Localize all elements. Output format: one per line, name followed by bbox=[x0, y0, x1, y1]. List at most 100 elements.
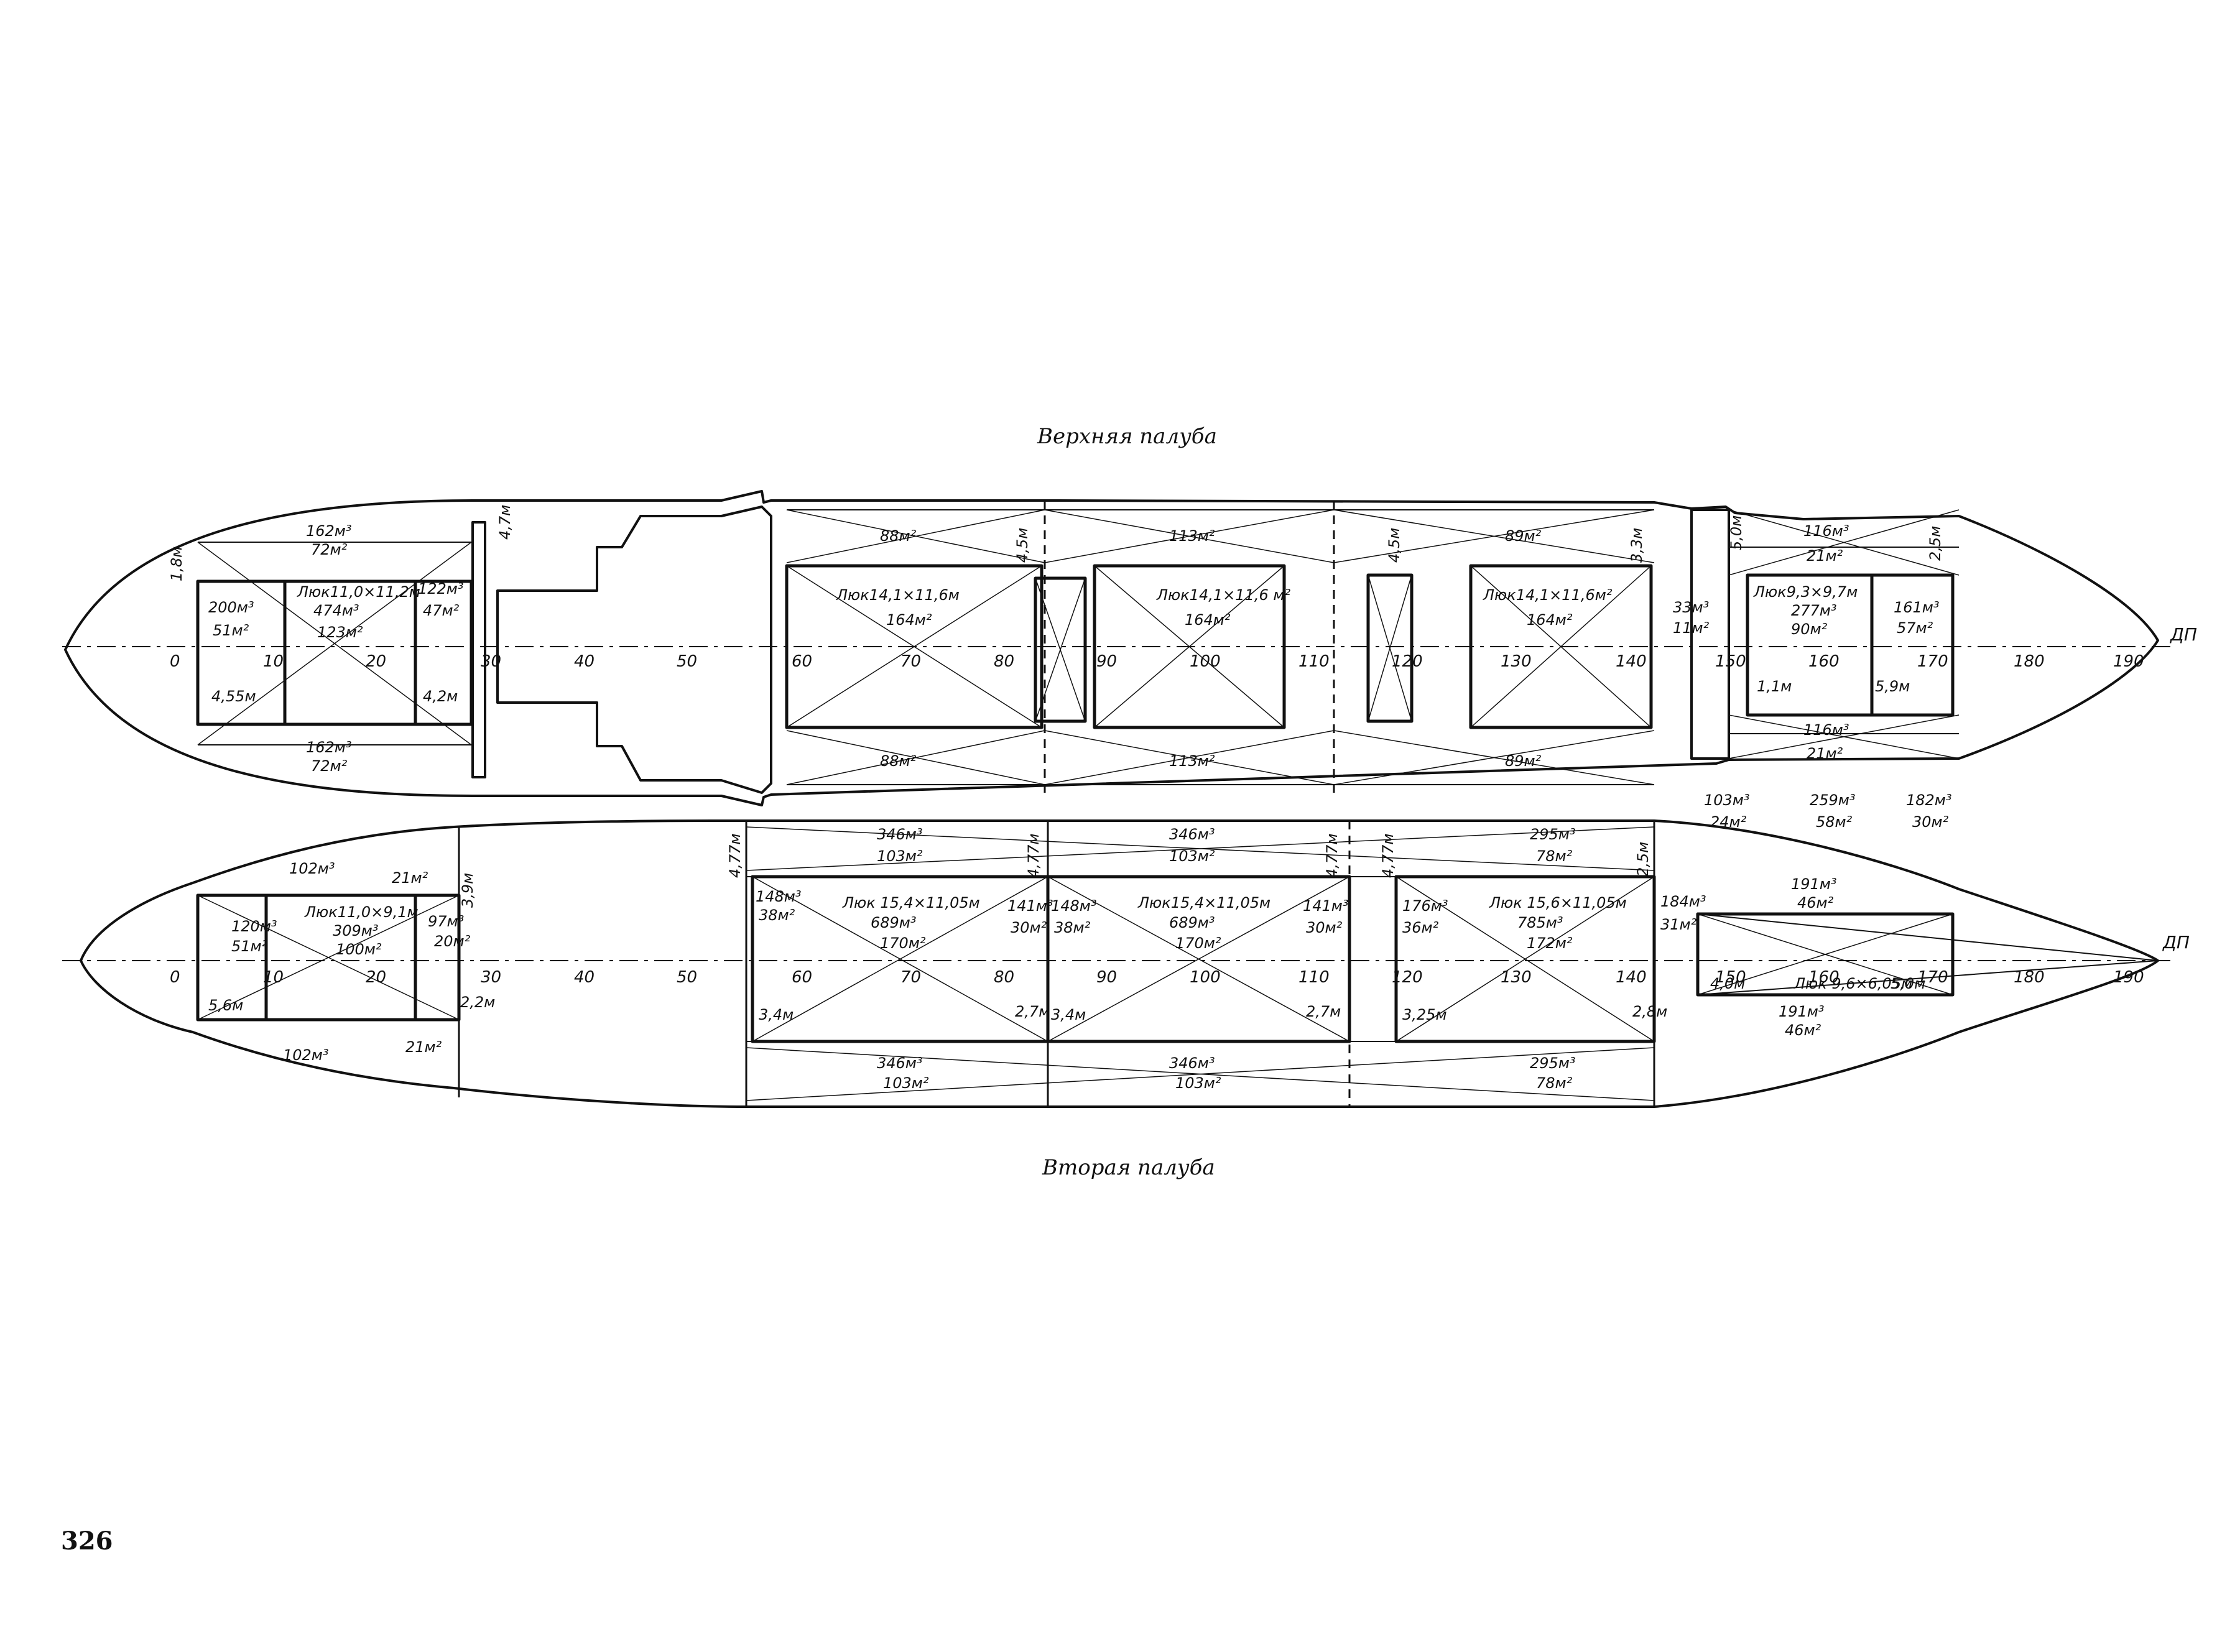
upper-deck-hull-outline bbox=[64, 490, 2159, 806]
upper-deck-label: 164м² bbox=[1527, 611, 1573, 629]
frame-number-upper: 190 bbox=[2113, 652, 2144, 671]
second-deck-label: 4,77м bbox=[1323, 833, 1341, 878]
upper-deck-label: 1,1м bbox=[1757, 678, 1792, 695]
second-deck-label: 184м³ bbox=[1660, 893, 1706, 910]
upper-hold-4 bbox=[1093, 564, 1286, 729]
second-deck-label: 2,2м bbox=[460, 994, 495, 1011]
second-deck-label: 103м³ bbox=[1704, 791, 1750, 809]
second-deck-hull-outline bbox=[80, 819, 2159, 1108]
second-deck-label: 30м² bbox=[1912, 813, 1949, 831]
upper-deck-label: 4,5м bbox=[1014, 528, 1031, 563]
second-deck-label: 5,0м bbox=[1891, 975, 1925, 992]
frame-number-second: 90 bbox=[1096, 968, 1117, 987]
upper-deck-label: 162м³ bbox=[306, 522, 352, 540]
second-deck-label: 24м² bbox=[1710, 813, 1747, 831]
second-deck-label: 3,9м bbox=[459, 873, 476, 908]
frame-number-upper: 40 bbox=[574, 652, 595, 671]
second-deck-label: 346м³ bbox=[877, 1054, 923, 1072]
upper-deckhouse bbox=[496, 505, 772, 794]
upper-deck-label: 72м² bbox=[311, 757, 348, 775]
frame-number-second: 130 bbox=[1501, 968, 1532, 987]
upper-deck-label: 200м³ bbox=[208, 599, 254, 616]
frame-number-second: 80 bbox=[994, 968, 1014, 987]
upper-deck-label: 57м² bbox=[1897, 619, 1933, 637]
upper-deck-label: 1,8м bbox=[168, 547, 185, 581]
second-deck-label: 58м² bbox=[1816, 813, 1853, 831]
second-deck-label: Люк 9,6×6,05м bbox=[1793, 975, 1912, 992]
upper-deck-label: 4,5м bbox=[1386, 528, 1403, 563]
second-hold-6 bbox=[1696, 912, 1955, 997]
frame-number-upper: 140 bbox=[1616, 652, 1647, 671]
second-deck-label: 2,7м bbox=[1015, 1003, 1050, 1020]
upper-deck-label: 4,7м bbox=[496, 505, 514, 540]
frame-number-second: 20 bbox=[366, 968, 386, 987]
frame-number-upper: 150 bbox=[1715, 652, 1746, 671]
second-deck-label: 46м² bbox=[1797, 894, 1834, 911]
upper-deck-label: 33м³ bbox=[1673, 599, 1709, 616]
second-deck-label: 38м² bbox=[1054, 919, 1091, 936]
upper-deck-label: 164м² bbox=[886, 611, 932, 629]
frame-number-second: 70 bbox=[900, 968, 921, 987]
second-deck-label: 30м² bbox=[1306, 919, 1343, 936]
second-deck-label: 346м³ bbox=[877, 826, 923, 843]
upper-deck-label: Люк14,1×11,6м² bbox=[1483, 586, 1613, 604]
upper-deck-label: 164м² bbox=[1185, 611, 1231, 629]
second-deck-label: 78м² bbox=[1536, 847, 1573, 865]
second-deck-label: 3,4м bbox=[1051, 1006, 1086, 1023]
second-deck-label: 346м³ bbox=[1169, 1054, 1215, 1072]
frame-number-upper: 160 bbox=[1808, 652, 1840, 671]
second-deck-label: 295м³ bbox=[1530, 826, 1576, 843]
upper-bridge-block bbox=[471, 521, 486, 778]
frame-number-upper: 20 bbox=[366, 652, 386, 671]
second-deck-label: 36м² bbox=[1402, 919, 1439, 936]
upper-deck-label: 474м³ bbox=[313, 602, 359, 619]
second-deck-label: 2,7м bbox=[1306, 1003, 1341, 1020]
frame-number-upper: 130 bbox=[1501, 652, 1532, 671]
upper-deck-label: 123м² bbox=[317, 624, 363, 641]
second-deck-label: 191м³ bbox=[1779, 1003, 1825, 1020]
second-deck-label: 4,77м bbox=[1025, 833, 1042, 878]
upper-deck-label: 4,55м bbox=[211, 688, 256, 705]
frame-number-upper: 70 bbox=[900, 652, 921, 671]
page-number: 326 bbox=[61, 1526, 113, 1556]
second-deck-label: 21м² bbox=[405, 1038, 442, 1056]
second-deck-title: Вторая палуба bbox=[1042, 1155, 1215, 1180]
second-deck-label: 191м³ bbox=[1791, 875, 1837, 893]
upper-deck-label: 21м² bbox=[1807, 745, 1843, 762]
frame-number-second: 30 bbox=[481, 968, 501, 987]
upper-deck-label: 113м² bbox=[1169, 527, 1215, 545]
upper-deck-label: 2,5м bbox=[1927, 526, 1944, 561]
second-deck-label: 120м³ bbox=[231, 918, 277, 935]
second-deck-label: 182м³ bbox=[1906, 791, 1952, 809]
second-deck-label: 259м³ bbox=[1810, 791, 1856, 809]
second-deck-label: 97м³ bbox=[428, 913, 464, 930]
upper-deck-title: Верхняя палуба bbox=[1037, 424, 1217, 449]
frame-number-upper: 170 bbox=[1917, 652, 1948, 671]
second-deck-label: Люк11,0×9,1м bbox=[304, 903, 419, 921]
upper-deck-label: 113м² bbox=[1169, 752, 1215, 770]
second-deck-label: 148м³ bbox=[1051, 897, 1097, 915]
upper-hold-3 bbox=[785, 564, 1044, 729]
upper-deck-label: 72м² bbox=[311, 541, 348, 558]
upper-deck-label: Люк14,1×11,6м bbox=[836, 586, 960, 604]
frame-number-second: 170 bbox=[1917, 968, 1948, 987]
upper-deck-label: 116м³ bbox=[1803, 522, 1849, 540]
upper-deck-label: Люк11,0×11,2м bbox=[297, 583, 420, 601]
upper-hold-4-hatch-aux bbox=[1366, 573, 1414, 723]
second-deck-label: 141м³ bbox=[1303, 897, 1349, 915]
upper-deck-label: Люк14,1×11,6 м² bbox=[1156, 586, 1290, 604]
second-deck-label: 4,77м bbox=[1379, 833, 1397, 878]
upper-deck-label: 277м³ bbox=[1791, 602, 1837, 619]
frame-number-second: 110 bbox=[1298, 968, 1330, 987]
second-deck-label: 148м³ bbox=[756, 888, 802, 905]
frame-number-second: 120 bbox=[1392, 968, 1423, 987]
upper-deck-label: 116м³ bbox=[1803, 721, 1849, 739]
second-deck-label: 38м² bbox=[759, 907, 795, 924]
upper-deck-label: 5,0м bbox=[1728, 515, 1745, 550]
frame-number-second: 40 bbox=[574, 968, 595, 987]
second-deck-label: 2,8м bbox=[1632, 1003, 1667, 1020]
frame-numbers: 0010102020303040405050606070708080909010… bbox=[170, 652, 2144, 987]
upper-deck-label: 88м² bbox=[880, 752, 917, 770]
